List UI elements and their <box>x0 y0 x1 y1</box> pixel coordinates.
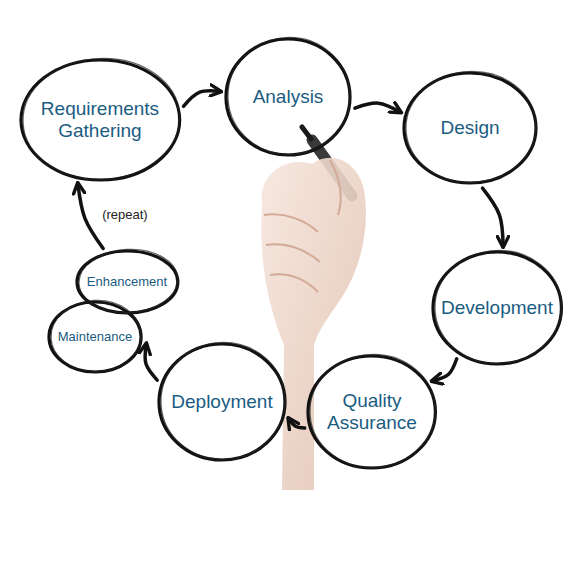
node-label: Development <box>441 297 553 319</box>
flow-arrow <box>183 91 220 107</box>
circle-sketch-stroke <box>225 34 353 157</box>
node-text-group: Design <box>440 117 499 139</box>
process-circle: Enhancement <box>75 249 180 315</box>
node-label: Deployment <box>171 391 272 413</box>
marker-tip <box>302 127 311 139</box>
circle-sketch-stroke <box>403 68 539 186</box>
circle-sketch-stroke <box>307 351 438 470</box>
flow-arrow <box>432 359 456 381</box>
node-label: Requirements Gathering <box>35 98 165 142</box>
node-text-group: Requirements Gathering <box>35 98 165 142</box>
process-circle: Maintenance <box>47 300 143 374</box>
node-label: Design <box>440 117 499 139</box>
node-label: Maintenance <box>58 330 132 345</box>
node-text-group: Deployment <box>171 391 272 413</box>
node-label: Analysis <box>253 86 324 108</box>
process-circle: Development <box>431 250 563 366</box>
node-text-group: Maintenance <box>58 330 132 345</box>
process-circle: Quality Assurance <box>306 354 437 470</box>
node-label: Quality Assurance <box>322 390 422 434</box>
flow-arrow <box>483 188 504 246</box>
edge-label: (repeat) <box>100 207 150 222</box>
flow-arrow <box>145 344 157 380</box>
node-label: Enhancement <box>87 275 167 290</box>
process-circle: Design <box>402 71 538 185</box>
hand <box>261 158 366 490</box>
circle-sketch-stroke <box>158 339 288 462</box>
node-text-group: Enhancement <box>87 275 167 290</box>
flow-arrow <box>289 419 305 428</box>
node-text-group: Analysis <box>253 86 324 108</box>
process-circle: Analysis <box>224 37 352 157</box>
circle-sketch-stroke <box>432 247 564 366</box>
thumb-line <box>330 160 341 215</box>
circle-sketch-stroke <box>20 54 183 183</box>
finger-line <box>264 214 318 232</box>
process-circle: Requirements Gathering <box>19 58 182 182</box>
node-text-group: Development <box>441 297 553 319</box>
process-circle: Deployment <box>157 342 287 462</box>
circle-sketch-stroke <box>77 247 179 315</box>
flow-arrow <box>355 103 400 112</box>
finger-line <box>270 274 318 292</box>
node-text-group: Quality Assurance <box>322 390 422 434</box>
circle-sketch-stroke <box>49 298 143 374</box>
finger-line <box>266 244 320 262</box>
